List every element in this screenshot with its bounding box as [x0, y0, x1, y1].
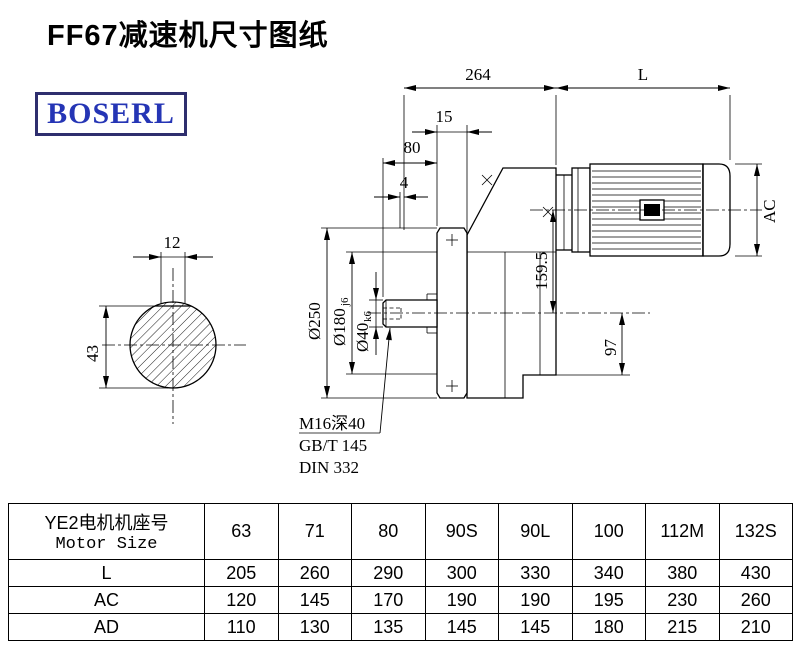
dim-159-5-label: 159.5	[532, 252, 551, 290]
table-cell: 145	[498, 613, 573, 641]
main-view	[368, 163, 762, 399]
note-thread-label: M16深40	[299, 414, 365, 433]
table-cell: 195	[571, 586, 646, 614]
table-cell: 180	[571, 613, 646, 641]
header-en: Motor Size	[55, 535, 158, 554]
dim-key-height-label: 43	[83, 345, 102, 362]
dim-key-width-label: 12	[164, 233, 181, 252]
table-cell: 430	[718, 559, 793, 587]
spec-table: YE2电机机座号 Motor Size 63 71 80 90S 90L 100…	[8, 503, 793, 641]
size-col-header: 100	[571, 503, 646, 560]
shaft-section-circle	[129, 301, 217, 389]
table-cell: 190	[424, 586, 499, 614]
size-col-header: 132S	[718, 503, 793, 560]
note-din-label: DIN 332	[299, 458, 359, 477]
dim-97-label: 97	[601, 339, 620, 357]
table-cell: 170	[351, 586, 426, 614]
row-label: AD	[8, 613, 205, 641]
brand-logo: BOSERL	[35, 92, 187, 136]
table-row-AD: AD 110 130 135 145 145 180 215 210	[8, 613, 793, 641]
size-col-header: 80	[351, 503, 426, 560]
page-title: FF67减速机尺寸图纸	[47, 20, 329, 52]
table-cell: 190	[498, 586, 573, 614]
table-row-L: L 205 260 290 300 330 340 380 430	[8, 559, 793, 587]
header-cn: YE2电机机座号	[44, 513, 169, 533]
size-col-header: 90S	[424, 503, 499, 560]
dim-15-label: 15	[436, 107, 453, 126]
shaft-end-view: 12 43	[83, 233, 246, 424]
motor-fins	[592, 170, 701, 250]
table-row-AC: AC 120 145 170 190 190 195 230 260	[8, 586, 793, 614]
table-cell: 300	[424, 559, 499, 587]
size-col-header: 71	[277, 503, 352, 560]
table-cell: 145	[424, 613, 499, 641]
dim-264-label: 264	[465, 65, 491, 84]
table-cell: 340	[571, 559, 646, 587]
dia40-tolerance: k6	[362, 311, 374, 323]
table-cell: 120	[204, 586, 279, 614]
dim-dia250-label: Ø250	[305, 302, 324, 340]
dim-L-label: L	[638, 65, 648, 84]
size-col-header: 63	[204, 503, 279, 560]
dim-80-label: 80	[404, 138, 421, 157]
motor-size-header-cell: YE2电机机座号 Motor Size	[8, 503, 205, 560]
table-cell: 210	[718, 613, 793, 641]
table-cell: 110	[204, 613, 279, 641]
dimensions: 264 L 15 80 4 Ø250	[299, 65, 779, 477]
row-label: AC	[8, 586, 205, 614]
table-cell: 330	[498, 559, 573, 587]
gearbox-housing	[466, 167, 557, 399]
thread-note: M16深40 GB/T 145 DIN 332	[299, 327, 392, 477]
svg-text:Ø40: Ø40	[353, 323, 372, 352]
svg-text:Ø180: Ø180	[330, 308, 349, 346]
table-cell: 145	[277, 586, 352, 614]
dim-dia40-label: Ø40 k6	[353, 311, 374, 353]
output-shaft	[382, 293, 438, 334]
table-cell: 290	[351, 559, 426, 587]
size-col-header: 112M	[645, 503, 720, 560]
dim-AC-label: AC	[760, 199, 779, 223]
table-cell: 380	[645, 559, 720, 587]
table-cell: 260	[277, 559, 352, 587]
table-cell: 205	[204, 559, 279, 587]
dim-dia180-label: Ø180 j6	[330, 297, 351, 346]
table-cell: 230	[645, 586, 720, 614]
table-cell: 260	[718, 586, 793, 614]
dim-4-label: 4	[400, 173, 409, 192]
face-mark-cross	[481, 174, 493, 186]
note-gb-label: GB/T 145	[299, 436, 367, 455]
row-label: L	[8, 559, 205, 587]
size-col-header: 90L	[498, 503, 573, 560]
table-cell: 130	[277, 613, 352, 641]
dia180-tolerance: j6	[339, 297, 351, 307]
table-cell: 135	[351, 613, 426, 641]
table-cell: 215	[645, 613, 720, 641]
table-header-row: YE2电机机座号 Motor Size 63 71 80 90S 90L 100…	[8, 503, 793, 560]
